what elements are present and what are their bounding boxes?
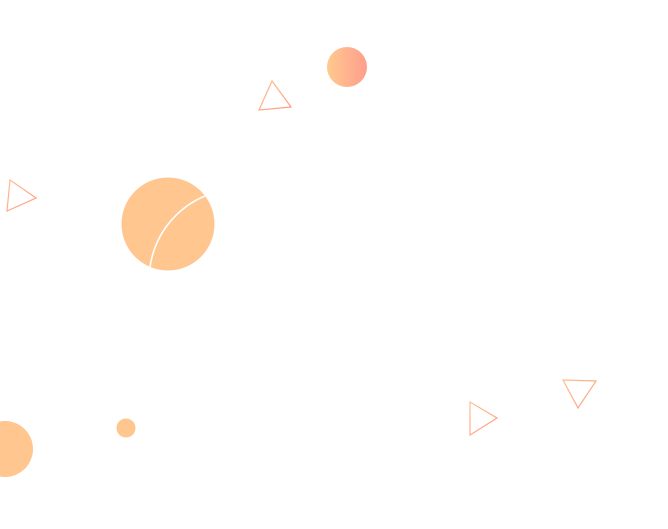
triangle-top (258, 79, 293, 111)
triangle-left (6, 178, 38, 212)
triangle-bottom-right (469, 400, 499, 437)
gradient-circle (327, 47, 367, 87)
small-circle (116, 418, 136, 438)
corner-circle (0, 421, 33, 477)
triangle-inverted (561, 379, 598, 410)
